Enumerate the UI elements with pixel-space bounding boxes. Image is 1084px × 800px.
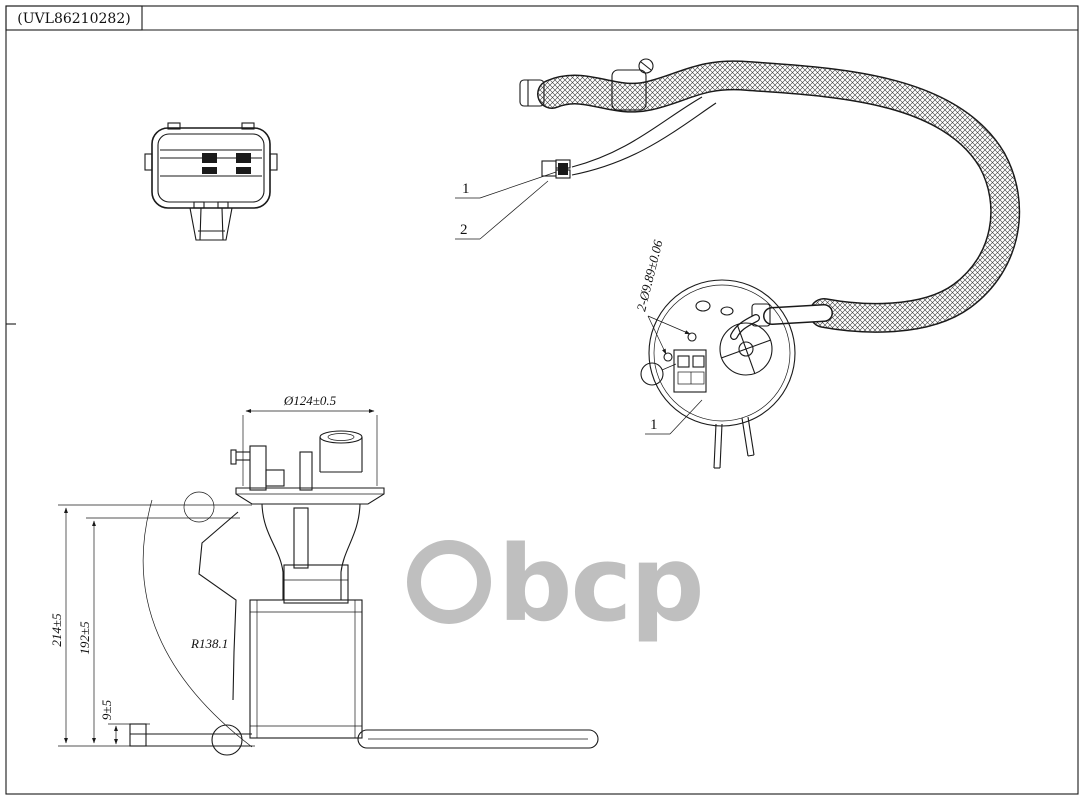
dimension-base-height: 9±5 xyxy=(99,699,150,745)
outlet-tube xyxy=(731,315,759,339)
flange-float-port xyxy=(640,362,664,386)
callout-number: 2 xyxy=(460,222,468,238)
connector-side-lug-left xyxy=(144,153,153,171)
callout-1-top: 1 xyxy=(455,171,557,199)
wire-1 xyxy=(571,96,703,168)
module-base xyxy=(129,723,599,756)
dimension-overall-height: 214±5 xyxy=(49,504,255,747)
connector-top-tab-right xyxy=(241,122,255,130)
part-number: (UVL86210282) xyxy=(17,11,130,27)
internal-corrugated-hose xyxy=(293,507,309,569)
dim-base-height: 9±5 xyxy=(99,699,114,720)
hole-spec-leader-1 xyxy=(647,315,691,335)
inline-connector-housing xyxy=(541,160,557,177)
module-reservoir xyxy=(249,599,363,739)
module-flange-disc xyxy=(235,487,385,505)
dimension-flange-diameter: Ø124±0.5 xyxy=(242,393,378,486)
flange-port-2 xyxy=(720,306,734,316)
float-port-link-line xyxy=(661,363,677,371)
module-top-fittings xyxy=(230,430,363,491)
watermark-text: bcp xyxy=(498,523,703,645)
connector-side-lug-right xyxy=(269,153,278,171)
callout-number: 1 xyxy=(462,181,470,197)
pump-module-side-view: R138.1 Ø124±0.5 214±5 xyxy=(49,393,599,756)
hose-sleeve xyxy=(764,305,832,324)
hose-end-fitting-right xyxy=(751,303,771,327)
title-block: (UVL86210282) xyxy=(5,5,143,31)
module-body xyxy=(261,503,361,604)
wiring-harness xyxy=(541,96,717,179)
hose-end-fitting-left xyxy=(519,79,545,107)
flange-bottom-tubes xyxy=(713,416,755,469)
callout-number: 1 xyxy=(650,417,658,433)
pump-bracket xyxy=(283,564,349,604)
mounting-hole-1 xyxy=(687,332,697,342)
flange-top-view xyxy=(640,279,796,469)
connector-front-view xyxy=(144,122,278,241)
connector-inner-body xyxy=(157,133,265,203)
float-arm xyxy=(183,491,239,701)
dim-hole-spec: 2-Ø9.89±0.06 xyxy=(633,238,665,313)
flange-cross-cap xyxy=(719,322,773,376)
flange-outer-ring xyxy=(648,279,796,427)
part-number-box xyxy=(5,5,143,31)
hose-braid-texture xyxy=(538,61,1019,332)
drawing-frame xyxy=(5,5,1079,795)
callout-2-top: 2 xyxy=(455,180,549,240)
hole-spec-dimension: 2-Ø9.89±0.06 xyxy=(633,238,691,355)
strainer-plate xyxy=(357,729,599,749)
hole-spec-leader-2 xyxy=(647,315,667,355)
watermark: bcp xyxy=(407,523,705,645)
dim-overall-height: 214±5 xyxy=(49,613,64,647)
flange-port-1 xyxy=(695,300,711,312)
dim-flange-diameter: Ø124±0.5 xyxy=(283,393,337,408)
border-frame xyxy=(5,5,1079,795)
connector-top-tab-left xyxy=(167,122,181,130)
callout-leader xyxy=(669,399,703,435)
dim-float-radius: R138.1 xyxy=(190,636,228,651)
fuel-hose-assembly xyxy=(519,58,1021,340)
callout-1-flange: 1 xyxy=(645,399,703,435)
flange-connector-block xyxy=(673,349,707,393)
callout-leader xyxy=(479,180,549,240)
float-swing-arc xyxy=(142,499,253,748)
pivot-balloon xyxy=(183,491,215,523)
pump-inlet xyxy=(211,724,243,756)
flange-inner-ring xyxy=(653,284,791,422)
dimension-module-height: 192±5 xyxy=(77,517,240,744)
mounting-hole-2 xyxy=(663,352,673,362)
dim-module-height: 192±5 xyxy=(77,621,92,655)
wire-2 xyxy=(571,102,717,176)
callout-leader xyxy=(479,171,557,199)
inline-connector-core xyxy=(558,163,568,175)
watermark-ring-logo xyxy=(407,540,491,624)
hose-clamp xyxy=(611,58,654,111)
connector-terminal-slots xyxy=(160,149,262,177)
connector-bottom-key xyxy=(189,201,233,241)
